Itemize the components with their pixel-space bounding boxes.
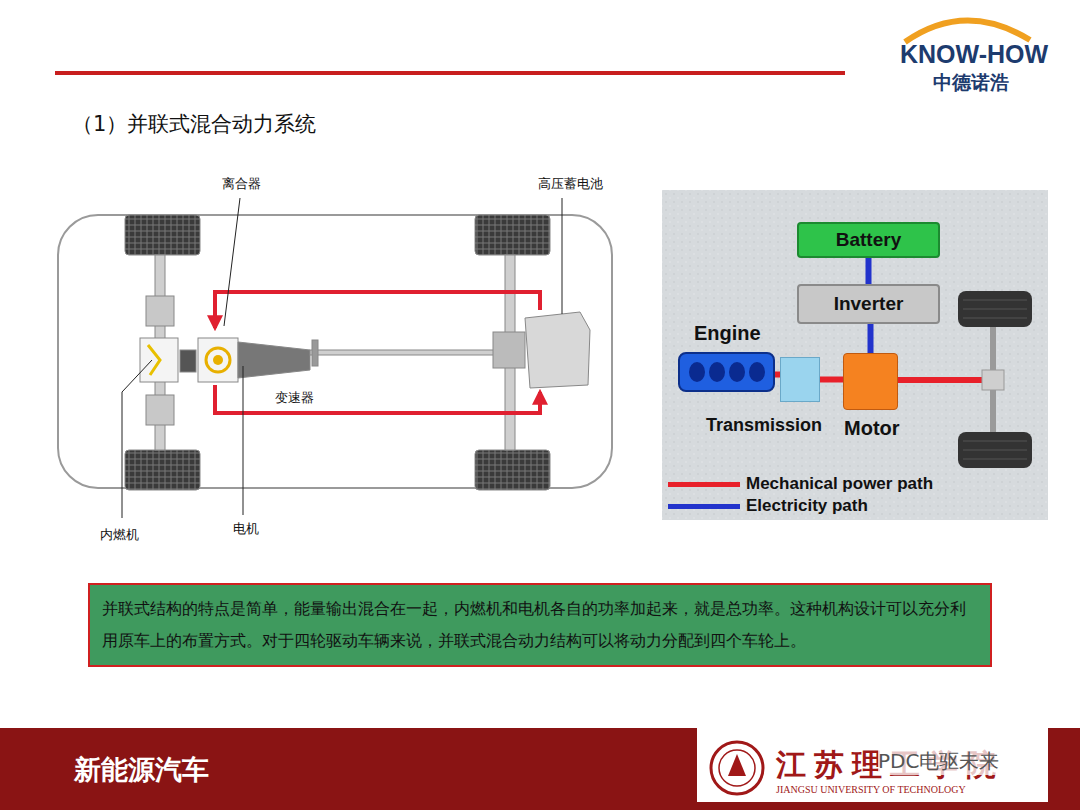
part-label: KNOW-HOW (900, 40, 1048, 69)
node-label: Battery (836, 229, 901, 251)
battery-box: Battery (797, 222, 940, 258)
part-label: 变速器 (274, 389, 315, 407)
part-label: 离合器 (222, 175, 261, 193)
watermark: PDC电驱未来 (878, 748, 999, 775)
power-path (866, 258, 872, 284)
part-label: 内燃机 (100, 526, 139, 544)
note-box: 并联式结构的特点是简单，能量输出混合在一起，内燃机和电机各自的功率加起来，就是总… (88, 583, 992, 667)
motor-box: Motor (843, 353, 898, 410)
power-path (820, 377, 843, 383)
engine-box: Engine (678, 352, 775, 392)
transmission-box: Transmission (780, 357, 820, 402)
part-label: 新能源汽车 (74, 752, 209, 788)
legend-row: Mechanical power path (668, 474, 933, 494)
node-label: Inverter (834, 293, 904, 315)
part-label: 高压蓄电池 (538, 175, 603, 193)
power-path (868, 324, 874, 353)
legend-swatch (668, 482, 740, 487)
slide-title: （1）并联式混合动力系统 (72, 110, 316, 138)
inverter-box: Inverter (797, 284, 940, 324)
part-label: 电机 (233, 520, 259, 538)
legend-row: Electricity path (668, 496, 868, 516)
part-label: 中德诺浩 (933, 70, 1009, 96)
legend-text: Mechanical power path (746, 474, 933, 494)
node-label: Engine (694, 322, 761, 345)
part-label: JIANGSU UNIVERSITY OF TECHNOLOGY (776, 784, 966, 795)
legend-text: Electricity path (746, 496, 868, 516)
node-label: Motor (844, 417, 900, 440)
node-label: Transmission (706, 415, 822, 436)
legend-swatch (668, 504, 740, 509)
note-text: 并联式结构的特点是简单，能量输出混合在一起，内燃机和电机各自的功率加起来，就是总… (102, 593, 978, 657)
cylinder-symbol (680, 354, 773, 390)
